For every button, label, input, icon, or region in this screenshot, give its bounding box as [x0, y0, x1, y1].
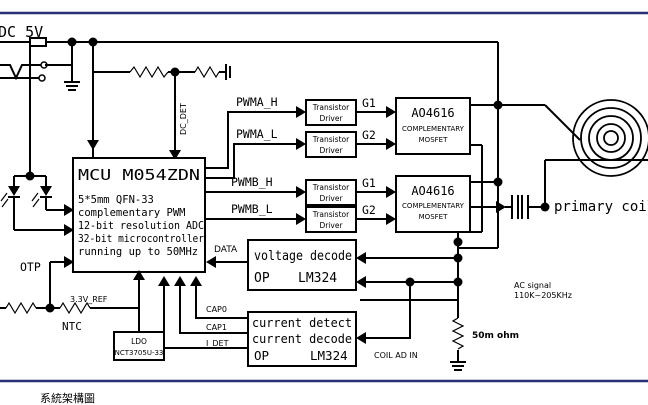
- mcu-spec-pwm: complementary PWM: [78, 207, 185, 219]
- pwma-l-label: PWMA_L: [236, 127, 278, 141]
- transistor-driver-a-low: Transistor Driver: [305, 131, 357, 158]
- svg-text:Driver: Driver: [319, 194, 343, 203]
- svg-text:AO4616: AO4616: [411, 184, 454, 198]
- svg-text:AO4616: AO4616: [411, 106, 454, 120]
- status-led-icons: [0, 175, 74, 236]
- svg-text:Transistor: Transistor: [312, 135, 350, 144]
- dc-jack: [0, 37, 93, 91]
- footer-caption: 系統架構圖: [40, 391, 95, 405]
- svg-text:MOSFET: MOSFET: [419, 136, 448, 144]
- primary-coil-icon: [572, 99, 648, 177]
- ldo-part: NCT3705U-33: [115, 349, 164, 357]
- ref-3v3-label: 3.3V_REF: [70, 295, 108, 304]
- coil-ad-in-label: COIL AD IN: [374, 351, 418, 360]
- svg-text:COMPLEMENTARY: COMPLEMENTARY: [402, 125, 465, 133]
- cap1-label: CAP1: [206, 323, 227, 332]
- mcu-block: [72, 157, 206, 273]
- g2-b-label: G2: [362, 203, 376, 217]
- mcu-spec-package: 5*5mm QFN-33: [78, 194, 154, 206]
- transistor-driver-b-high: Transistor Driver: [305, 179, 357, 206]
- current-decode-text: current decode: [252, 331, 352, 346]
- dc-det-label: DC_DET: [179, 103, 188, 135]
- cap0-label: CAP0: [206, 305, 227, 314]
- svg-text:COMPLEMENTARY: COMPLEMENTARY: [402, 202, 465, 210]
- mcu-spec-adc: 12-bit resolution ADC: [78, 220, 204, 232]
- g1-a-label: G1: [362, 96, 376, 110]
- voltage-decode-block: [247, 239, 357, 291]
- current-detect-text: current detect: [252, 315, 352, 330]
- voltage-decode-title: voltage decode: [254, 249, 352, 264]
- transistor-driver-b-low: Transistor Driver: [305, 206, 357, 233]
- mosfet-a: AO4616 COMPLEMENTARY MOSFET: [395, 97, 471, 155]
- current-op: OP: [254, 348, 269, 363]
- voltage-decode-op: OP: [254, 271, 270, 286]
- mcu-spec-clock: running up to 50MHz: [78, 246, 198, 258]
- ldo-title: LDO: [131, 337, 147, 346]
- g2-a-label: G2: [362, 128, 376, 142]
- svg-text:Driver: Driver: [319, 114, 343, 123]
- svg-text:MOSFET: MOSFET: [419, 213, 448, 221]
- svg-text:Transistor: Transistor: [312, 210, 350, 219]
- ldo-block: [113, 331, 165, 361]
- svg-text:Driver: Driver: [319, 146, 343, 155]
- svg-text:Transistor: Transistor: [312, 103, 350, 112]
- i-det-label: I_DET: [206, 339, 229, 348]
- mcu-spec-core: 32-bit microcontroller: [78, 233, 204, 245]
- svg-text:Driver: Driver: [319, 221, 343, 230]
- ac-frequency-label: 110K~205KHz: [514, 291, 572, 300]
- otp-label: OTP: [20, 260, 41, 274]
- data-label: DATA: [214, 245, 238, 255]
- dc-input-label: DC 5V: [0, 23, 43, 41]
- shunt-label: 50m ohm: [472, 331, 519, 341]
- current-block: [247, 311, 357, 367]
- current-chip: LM324: [310, 348, 348, 363]
- primary-coil-label: primary coil: [554, 199, 648, 215]
- mosfet-b: AO4616 COMPLEMENTARY MOSFET: [395, 175, 471, 233]
- ac-signal-label: AC signal: [514, 281, 551, 290]
- pwmb-h-label: PWMB_H: [231, 175, 273, 189]
- voltage-decode-chip: LM324: [298, 271, 337, 286]
- pwma-h-label: PWMA_H: [236, 95, 278, 109]
- ntc-label: NTC: [62, 320, 82, 333]
- svg-text:Transistor: Transistor: [312, 183, 350, 192]
- g1-b-label: G1: [362, 176, 376, 190]
- transistor-driver-a-high: Transistor Driver: [305, 99, 357, 126]
- mcu-title: MCU M054ZDN: [78, 166, 200, 184]
- pwmb-l-label: PWMB_L: [231, 202, 273, 216]
